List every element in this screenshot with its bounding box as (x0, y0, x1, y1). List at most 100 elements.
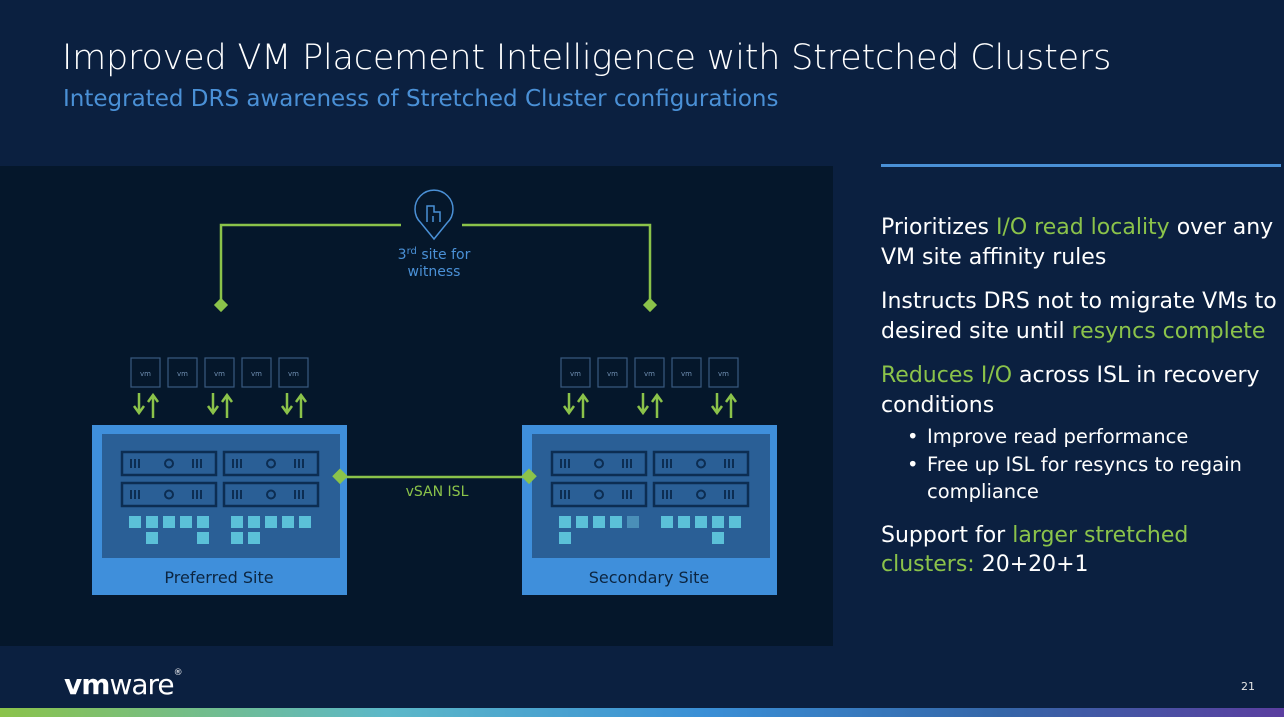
disk-icon (559, 532, 571, 544)
server-power-led (594, 489, 604, 500)
point-text: Instructs DRS not to migrate VMs to desi… (881, 289, 1277, 344)
vm-label: vm (681, 370, 692, 378)
vm-box (278, 357, 309, 388)
disk-icon (197, 516, 209, 528)
location-pin-building-icon (414, 189, 454, 241)
server-vent (192, 490, 194, 499)
disk-icon (576, 516, 588, 528)
page-number: 21 (1241, 680, 1255, 693)
point-highlight: Reduces I/O (881, 363, 1013, 388)
disk-icon (593, 516, 605, 528)
arrow-down-icon (206, 393, 220, 416)
site-inner-box (532, 434, 770, 558)
server-power-led (696, 489, 706, 500)
server-vent (622, 490, 624, 499)
server-vent (130, 490, 132, 499)
disk-icon (248, 532, 260, 544)
witness-label-line1: 3rd site for (398, 246, 471, 263)
witness-link-right (462, 223, 652, 305)
server-icon (550, 450, 648, 477)
vm-box (130, 357, 161, 388)
point-text: across ISL in recovery conditions (881, 363, 1260, 418)
server-vent (560, 490, 562, 499)
server-vent (298, 490, 300, 499)
server-power-led (696, 458, 706, 469)
disk-icon (712, 532, 724, 544)
vsan-isl-label: vSAN ISL (406, 484, 469, 500)
witness-link-left-diamond (213, 297, 229, 313)
vm-label: vm (644, 370, 655, 378)
server-icon (222, 450, 320, 477)
server-vent (236, 490, 238, 499)
server-icon (652, 450, 750, 477)
point-highlight: I/O read locality (995, 215, 1170, 240)
arrow-up-icon (146, 392, 160, 418)
logo-bold: vm (64, 668, 110, 701)
vm-box (204, 357, 235, 388)
vm-box (634, 357, 665, 388)
server-vent (732, 459, 734, 468)
arrow-down-icon (132, 393, 146, 416)
site-name: Preferred Site (164, 568, 273, 587)
server-vent (732, 490, 734, 499)
section-rule (881, 164, 1281, 167)
server-icon (550, 481, 648, 508)
server-icon (222, 481, 320, 508)
logo-regular: ware (109, 668, 174, 701)
logo-registered-mark: ® (173, 668, 183, 678)
server-vent (724, 459, 726, 468)
server-vent (630, 459, 632, 468)
vm-box (560, 357, 591, 388)
vmware-logo: vmware® (64, 668, 183, 701)
key-points: Prioritizes I/O read locality over any V… (881, 213, 1281, 595)
disk-icon (146, 516, 158, 528)
server-vent (666, 459, 668, 468)
server-vent (134, 459, 136, 468)
arrow-up-icon (576, 392, 590, 418)
disk-icon (180, 516, 192, 528)
server-vent (236, 459, 238, 468)
slide-subtitle: Integrated DRS awareness of Stretched Cl… (63, 86, 779, 112)
site-inner-box (102, 434, 340, 558)
point-reduce-io: Reduces I/O across ISL in recovery condi… (881, 361, 1281, 420)
arrow-down-icon (562, 393, 576, 416)
disk-icon (695, 516, 707, 528)
server-vent (728, 490, 730, 499)
point-text: 20+20+1 (974, 552, 1089, 577)
server-vent (138, 490, 140, 499)
server-power-led (266, 489, 276, 500)
isl-diamond-right (521, 468, 537, 485)
server-vent (200, 459, 202, 468)
vm-box (597, 357, 628, 388)
server-vent (662, 490, 664, 499)
server-vent (240, 459, 242, 468)
point-io-locality: Prioritizes I/O read locality over any V… (881, 213, 1281, 272)
witness-label-line2: witness (408, 264, 461, 280)
server-vent (134, 490, 136, 499)
server-vent (200, 490, 202, 499)
server-vent (662, 459, 664, 468)
sub-point: Free up ISL for resyncs to regain compli… (907, 451, 1281, 506)
vm-label: vm (288, 370, 299, 378)
server-vent (564, 490, 566, 499)
server-vent (294, 459, 296, 468)
server-vent (196, 490, 198, 499)
vm-box (167, 357, 198, 388)
disk-icon (712, 516, 724, 528)
server-icon (120, 450, 218, 477)
disk-icon (265, 516, 277, 528)
server-power-led (266, 458, 276, 469)
vm-label: vm (570, 370, 581, 378)
arrow-up-icon (650, 392, 664, 418)
server-vent (626, 490, 628, 499)
server-icon (120, 481, 218, 508)
server-vent (724, 490, 726, 499)
server-vent (232, 459, 234, 468)
server-vent (302, 490, 304, 499)
server-vent (294, 490, 296, 499)
sub-points: Improve read performance Free up ISL for… (881, 423, 1281, 506)
server-vent (298, 459, 300, 468)
server-vent (232, 490, 234, 499)
